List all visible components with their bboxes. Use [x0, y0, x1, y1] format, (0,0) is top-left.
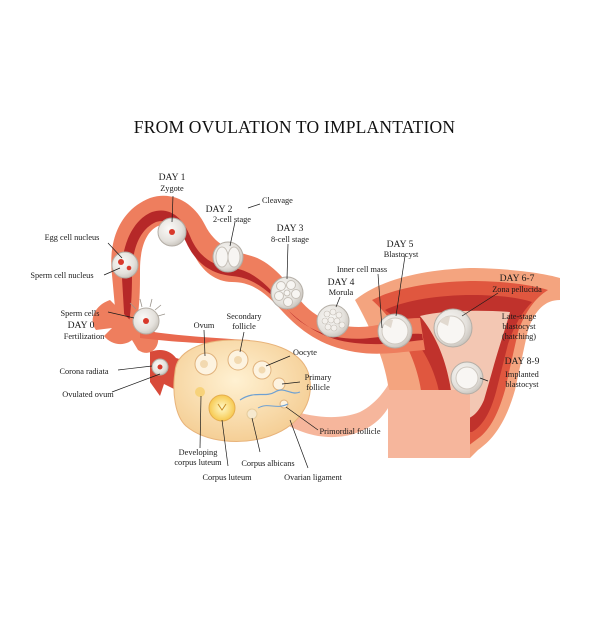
- embryo-stages: [111, 217, 484, 395]
- ovarian-vessels-2: [257, 403, 289, 409]
- developing-corpus-luteum-label-2: corpus luteum: [174, 458, 222, 467]
- oocyte-core: [258, 366, 266, 374]
- corona-radiata-label: Corona radiata: [59, 367, 108, 376]
- blastocyst: [377, 313, 413, 349]
- corpus-luteum: [208, 394, 236, 422]
- developing-corpus-luteum-label-1: Developing: [179, 448, 218, 457]
- primary-follicle-label-1: Primary: [305, 373, 333, 382]
- primary-follicle-label-2: follicle: [306, 383, 330, 392]
- developing-corpus-luteum: [195, 387, 205, 397]
- day89-label: DAY 8-9: [505, 356, 540, 367]
- secondary-follicle-core: [234, 356, 242, 364]
- zona-pellucida-label: Zona pellucida: [492, 285, 542, 294]
- ovarian-vessels: [239, 389, 301, 401]
- day1-label: DAY 1: [159, 172, 186, 183]
- cervix: [388, 390, 470, 458]
- labels: DAY 1 Zygote Cleavage DAY 2 2-cell stage…: [30, 172, 542, 482]
- implanted-blastocyst: [450, 361, 484, 395]
- zygote: [157, 217, 187, 247]
- cleavage-label: Cleavage: [262, 196, 293, 205]
- egg-cell-nucleus-label: Egg cell nucleus: [45, 233, 100, 242]
- day5-label: DAY 5: [387, 239, 414, 250]
- day3-label: DAY 3: [277, 223, 304, 234]
- ovum-follicle-core: [200, 360, 208, 368]
- secondary-follicle-label-1: Secondary: [226, 312, 262, 321]
- fertilization-cell: [129, 298, 166, 335]
- ovulated-ovum: [151, 358, 169, 376]
- day67-label: DAY 6-7: [500, 273, 535, 284]
- corpus-albicans-label: Corpus albicans: [241, 459, 294, 468]
- ovarian-ligament-label: Ovarian ligament: [284, 473, 343, 482]
- implanted-label-1: Implanted: [505, 370, 539, 379]
- implanted-label-2: blastocyst: [505, 380, 539, 389]
- inner-cell-mass-label: Inner cell mass: [337, 265, 387, 274]
- late-stage-label-3: (hatching): [502, 332, 536, 341]
- blastocyst-label: Blastocyst: [384, 250, 419, 259]
- morula-label: Morula: [329, 288, 354, 297]
- oocyte-label: Oocyte: [293, 348, 317, 357]
- egg-cell: [111, 251, 139, 279]
- ovulated-ovum-label: Ovulated ovum: [62, 390, 114, 399]
- morula: [316, 304, 350, 338]
- diagram-title: FROM OVULATION TO IMPLANTATION: [133, 117, 456, 137]
- day4-label: DAY 4: [328, 277, 355, 288]
- sperm-cells-label: Sperm cells: [61, 309, 100, 318]
- corpus-luteum-label: Corpus luteum: [202, 473, 252, 482]
- ovary-ligament-stem: [285, 385, 392, 438]
- ovum-label: Ovum: [194, 321, 215, 330]
- day2-label: DAY 2: [206, 204, 233, 215]
- leader-lines: [103, 195, 499, 469]
- corpus-luteum-mark: [217, 403, 227, 411]
- corpus-albicans: [246, 408, 258, 420]
- eight-cell-embryo: [270, 276, 304, 310]
- fimbriae: [92, 300, 159, 353]
- two-cell-label: 2-cell stage: [213, 215, 251, 224]
- primordial-follicle-label: Primordial follicle: [319, 427, 380, 436]
- two-cell-embryo: [212, 241, 244, 273]
- late-stage-blastocyst: [433, 308, 473, 348]
- primordial-follicle: [279, 399, 289, 409]
- zygote-label: Zygote: [160, 184, 184, 193]
- day0-label: DAY 0: [68, 320, 95, 331]
- late-stage-label-2: blastocyst: [502, 322, 536, 331]
- sperm-cell-nucleus-label: Sperm cell nucleus: [30, 271, 93, 280]
- late-stage-label-1: Late-stage: [502, 312, 537, 321]
- tube-lumen: [121, 210, 423, 345]
- secondary-follicle-label-2: follicle: [232, 322, 256, 331]
- eight-cell-label: 8-cell stage: [271, 235, 309, 244]
- fertilization-label: Fertilization: [64, 332, 105, 341]
- ovary: [173, 339, 392, 442]
